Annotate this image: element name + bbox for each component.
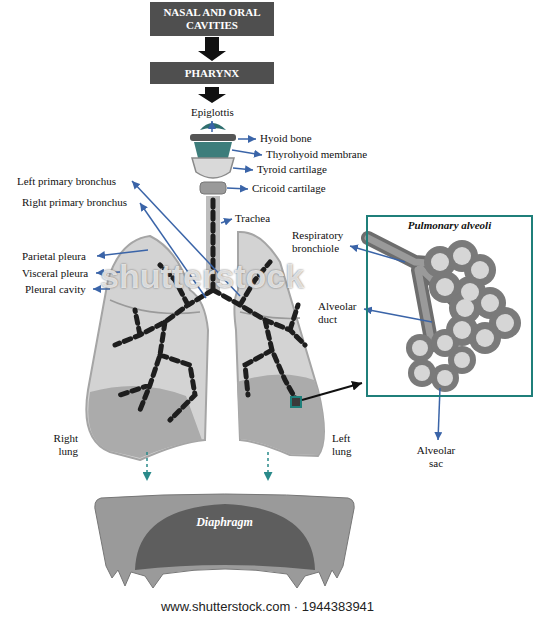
- inset-heading: Pulmonary alveoli: [368, 217, 531, 232]
- part-label: Cricoid cartilage: [252, 182, 326, 195]
- leader-line: [238, 138, 256, 140]
- alveolus-inner: [496, 314, 514, 332]
- watermark-url: www.shutterstock.com · 1944383941: [0, 600, 535, 615]
- part-label: Hyoid bone: [260, 132, 312, 145]
- diaphragm-dome: [135, 504, 315, 570]
- alveolus-inner: [436, 278, 454, 296]
- zoom-pointer: [302, 383, 362, 400]
- diaphragm-shape: Diaphragm: [91, 490, 358, 590]
- part-label: Left lung: [332, 432, 366, 457]
- alveolus: [431, 364, 459, 392]
- watermark: shutterstock: [100, 256, 304, 297]
- leader-line: [97, 250, 148, 256]
- leader-line: [221, 219, 232, 223]
- part-label: Tyroid cartilage: [257, 163, 327, 176]
- alveolus-inner: [476, 329, 494, 347]
- alveolus-inner: [471, 261, 489, 279]
- dotted-arrow: [146, 452, 148, 481]
- alveolus-inner: [453, 321, 471, 339]
- leader-line: [233, 168, 253, 170]
- diaphragm-outline: [91, 490, 358, 590]
- diaphragm-body: [95, 494, 354, 588]
- part-label: Alveolar sac: [410, 444, 462, 469]
- part-label: Right primary bronchus: [22, 196, 127, 209]
- epiglottis-shape: [200, 123, 226, 130]
- alveolus-inner: [412, 340, 428, 356]
- alveolus: [408, 359, 436, 387]
- spacer: [362, 304, 364, 309]
- part-label: Respiratory bronchiole: [292, 229, 354, 254]
- hyoid-bone-shape: [190, 134, 236, 141]
- leader-line: [211, 121, 213, 132]
- box-text: NASAL AND ORAL CAVITIES: [155, 6, 269, 31]
- organ-box: NASAL AND ORAL CAVITIES: [150, 2, 274, 36]
- leader-line: [232, 150, 262, 155]
- alveolus-inner: [456, 299, 474, 317]
- part-label: Parietal pleura: [22, 250, 86, 263]
- thyroid-cartilage-shape: [192, 158, 234, 178]
- alveolus-inner: [481, 294, 499, 312]
- organ-box: PHARYNX: [150, 62, 274, 84]
- alveolus-inner: [461, 283, 479, 301]
- part-label: Visceral pleura: [22, 267, 88, 280]
- alveoli-outer: [406, 240, 521, 392]
- alveolus-inner: [437, 370, 453, 386]
- zoom-marker: [291, 397, 301, 407]
- alveoli-inner: [412, 247, 514, 386]
- cricoid-cartilage-shape: [200, 182, 226, 194]
- leader-line: [227, 188, 248, 189]
- thyrohyoid-membrane-shape: [194, 142, 232, 158]
- alveolus-inner: [454, 352, 470, 368]
- flow-arrow: [198, 87, 226, 103]
- part-label: Thyrohyoid membrane: [266, 148, 367, 161]
- part-label: Right lung: [40, 432, 78, 457]
- part-label: Left primary bronchus: [17, 175, 116, 188]
- inset-panel: Pulmonary alveoli: [366, 215, 533, 397]
- part-label: Trachea: [235, 212, 270, 225]
- flow-arrow: [198, 37, 226, 61]
- bronchial-tree: [115, 200, 305, 420]
- dotted-arrow: [267, 452, 269, 481]
- part-label: Alveolar duct: [318, 300, 362, 325]
- alveolus: [406, 334, 434, 362]
- alveolus-inner: [437, 335, 453, 351]
- alveolus-inner: [453, 247, 471, 265]
- part-label: Pleural cavity: [25, 283, 86, 296]
- part-label: Epiglottis: [191, 106, 234, 119]
- organ-name: Diaphragm: [91, 490, 358, 530]
- alveolus-inner: [431, 253, 449, 271]
- alveolus-inner: [414, 365, 430, 381]
- leader-line: [364, 309, 432, 322]
- box-text: PHARYNX: [185, 67, 240, 80]
- leader-line: [350, 246, 405, 262]
